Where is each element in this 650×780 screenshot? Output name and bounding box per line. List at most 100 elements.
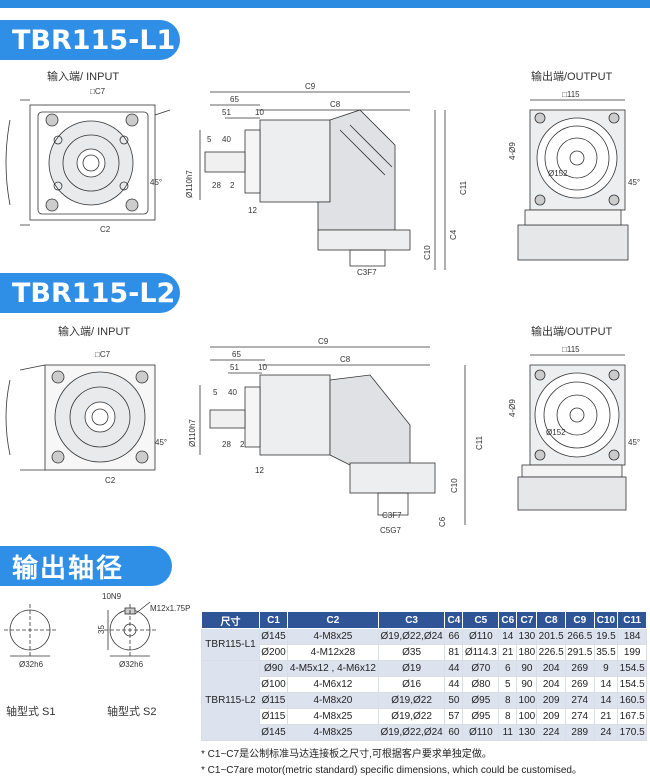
table-cell: 24 [593, 724, 619, 741]
dim-28-l2: 28 [222, 440, 231, 449]
table-cell: 57 [444, 708, 464, 725]
table-cell: 289 [564, 724, 595, 741]
dim-5-l2: 5 [213, 388, 218, 397]
table-cell: Ø19,Ø22,Ø24 [377, 724, 446, 741]
table-cell: 100 [516, 692, 538, 709]
table-cell: 269 [564, 660, 595, 677]
table-cell: 100 [516, 708, 538, 725]
table-cell: Ø110 [462, 724, 500, 741]
table-cell: 199 [617, 644, 647, 661]
dim-4x9-l1: 4-Ø9 [508, 142, 517, 160]
table-cell: 4-M6x12 [286, 676, 379, 693]
table-cell: 35.5 [593, 644, 619, 661]
table-cell: 21 [593, 708, 619, 725]
dim-2-l1: 2 [230, 181, 235, 190]
table-cell: Ø19 [377, 660, 446, 677]
table-cell: 201.5 [536, 628, 566, 645]
table-cell: 6 [498, 660, 518, 677]
dim-c2-l2: C2 [105, 476, 116, 485]
dim-c11-l2: C11 [475, 435, 484, 450]
shaft-s2-35: 35 [97, 625, 106, 634]
table-cell: Ø115 [259, 708, 288, 725]
table-cell: 66 [444, 628, 464, 645]
table-cell: 154.5 [617, 660, 647, 677]
dim-5-l1: 5 [207, 135, 212, 144]
table-cell: 291.5 [564, 644, 595, 661]
shaft-s2-thread: M12x1.75P [150, 604, 190, 613]
table-cell: 269 [564, 676, 595, 693]
output-label-l1: 输出端/OUTPUT [531, 71, 613, 83]
col-c1: C1 [259, 611, 288, 629]
dim-c6-l2: C6 [438, 516, 447, 527]
dim-2-l2: 2 [240, 440, 245, 449]
table-cell: 14 [498, 628, 518, 645]
table-cell: 4-M8x25 [286, 724, 379, 741]
table-cell: 50 [444, 692, 464, 709]
dim-c10-l1: C10 [423, 245, 432, 260]
dim-c5-l2: C5G7 [380, 526, 401, 535]
dim-12-l1: 12 [248, 206, 257, 215]
shaft-s1-label: 轴型式 S1 [6, 706, 56, 718]
col-c6: C6 [498, 611, 518, 629]
table-cell: Ø145 [259, 628, 288, 645]
table-cell: 180 [516, 644, 538, 661]
dim-152-l2: Ø152 [546, 428, 566, 437]
table-cell: 44 [444, 676, 464, 693]
table-cell: Ø145 [259, 724, 288, 741]
dim-c1-l2: Ø110h7 [188, 419, 197, 447]
shaft-s2-key: 10N9 [102, 592, 122, 601]
table-cell: 167.5 [617, 708, 647, 725]
table-cell: 4-M8x25 [286, 708, 379, 725]
table-cell: 224 [536, 724, 566, 741]
col-c11: C11 [617, 611, 647, 629]
section-title-l1: TBR115-L1 [0, 20, 180, 60]
col-c4: C4 [444, 611, 464, 629]
table-cell: Ø35 [377, 644, 446, 661]
table-cell: 4-M12x28 [286, 644, 379, 661]
table-cell: Ø95 [462, 692, 500, 709]
table-cell: 44 [444, 660, 464, 677]
dim-c2-l1: C2 [100, 225, 111, 234]
table-cell: 274 [564, 692, 595, 709]
col-size: 尺寸 [201, 611, 260, 629]
dim-40-l1: 40 [222, 135, 231, 144]
table-cell: 130 [516, 724, 538, 741]
shaft-s2-label: 轴型式 S2 [107, 706, 157, 718]
table-cell: Ø19,Ø22 [377, 692, 446, 709]
table-cell: Ø80 [462, 676, 500, 693]
table-cell: 4-M8x25 [286, 628, 379, 645]
dim-4x9-l2: 4-Ø9 [508, 399, 517, 417]
table-cell: 11 [498, 724, 518, 741]
table-cell: 130 [516, 628, 538, 645]
dim-c1-l1: Ø110h7 [185, 170, 194, 198]
dim-10-l1: 10 [255, 108, 264, 117]
dim-45-l2: 45° [155, 438, 167, 447]
table-cell: Ø95 [462, 708, 500, 725]
dim-c8-l2: C8 [340, 355, 351, 364]
drawing-l1: □C7 C2 45° C9 C8 65 51 10 5 40 28 2 12 Ø… [5, 82, 640, 277]
table-cell: 154.5 [617, 676, 647, 693]
dim-45o-l2: 45° [628, 438, 640, 447]
table-cell: 8 [498, 692, 518, 709]
col-c8: C8 [536, 611, 566, 629]
table-cell: 209 [536, 692, 566, 709]
table-cell: Ø115 [259, 692, 288, 709]
dim-40-l2: 40 [228, 388, 237, 397]
table-cell: 14 [593, 676, 619, 693]
table-cell: 274 [564, 708, 595, 725]
table-cell: Ø114.3 [462, 644, 500, 661]
input-label-l2: 输入端/ INPUT [58, 326, 131, 338]
table-header-row: 尺寸 C1 C2 C3 C4 C5 C6 C7 C8 C9 C10 C11 [201, 611, 647, 629]
top-accent-bar [0, 0, 650, 8]
col-c5: C5 [462, 611, 500, 629]
table-cell: 226.5 [536, 644, 566, 661]
table-cell: 60 [444, 724, 464, 741]
table-cell: 19.5 [593, 628, 619, 645]
dim-12-l2: 12 [255, 466, 264, 475]
col-c2: C2 [286, 611, 379, 629]
